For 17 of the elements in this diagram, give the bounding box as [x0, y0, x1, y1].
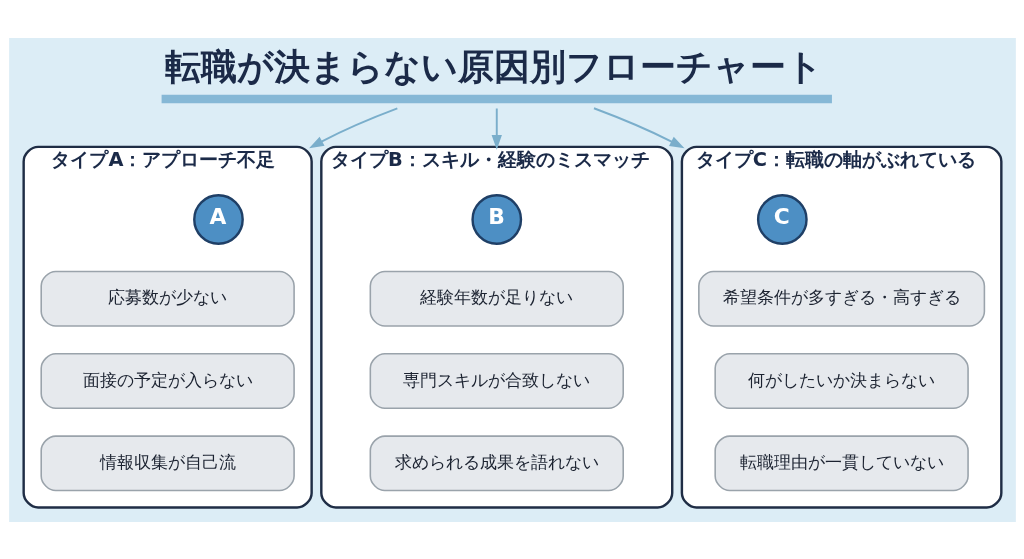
node-box: 応募数が少ない — [39, 270, 295, 327]
node-box: 経験年数が足りない — [369, 270, 624, 327]
arrow — [592, 106, 684, 148]
node-box — [161, 94, 832, 103]
node-circle: B — [470, 193, 522, 245]
node-box: 求められる成果を語れない — [369, 434, 624, 491]
node-box: 希望条件が多すぎる・高すぎる — [697, 270, 985, 327]
node-box: 何がしたいか決まらない — [713, 352, 969, 409]
node-box: 面接の予定が入らない — [39, 352, 295, 409]
arrow — [308, 106, 398, 148]
node-box: 専門スキルが合致しない — [369, 352, 624, 409]
node-box: 情報収集が自己流 — [39, 434, 295, 491]
node-label: 転職が決まらない原因別フローチャート — [164, 44, 823, 88]
arrow — [491, 107, 502, 150]
node-box: 転職理由が一貫していない — [713, 434, 969, 491]
node-circle: A — [192, 193, 244, 245]
node-circle: C — [756, 193, 808, 245]
